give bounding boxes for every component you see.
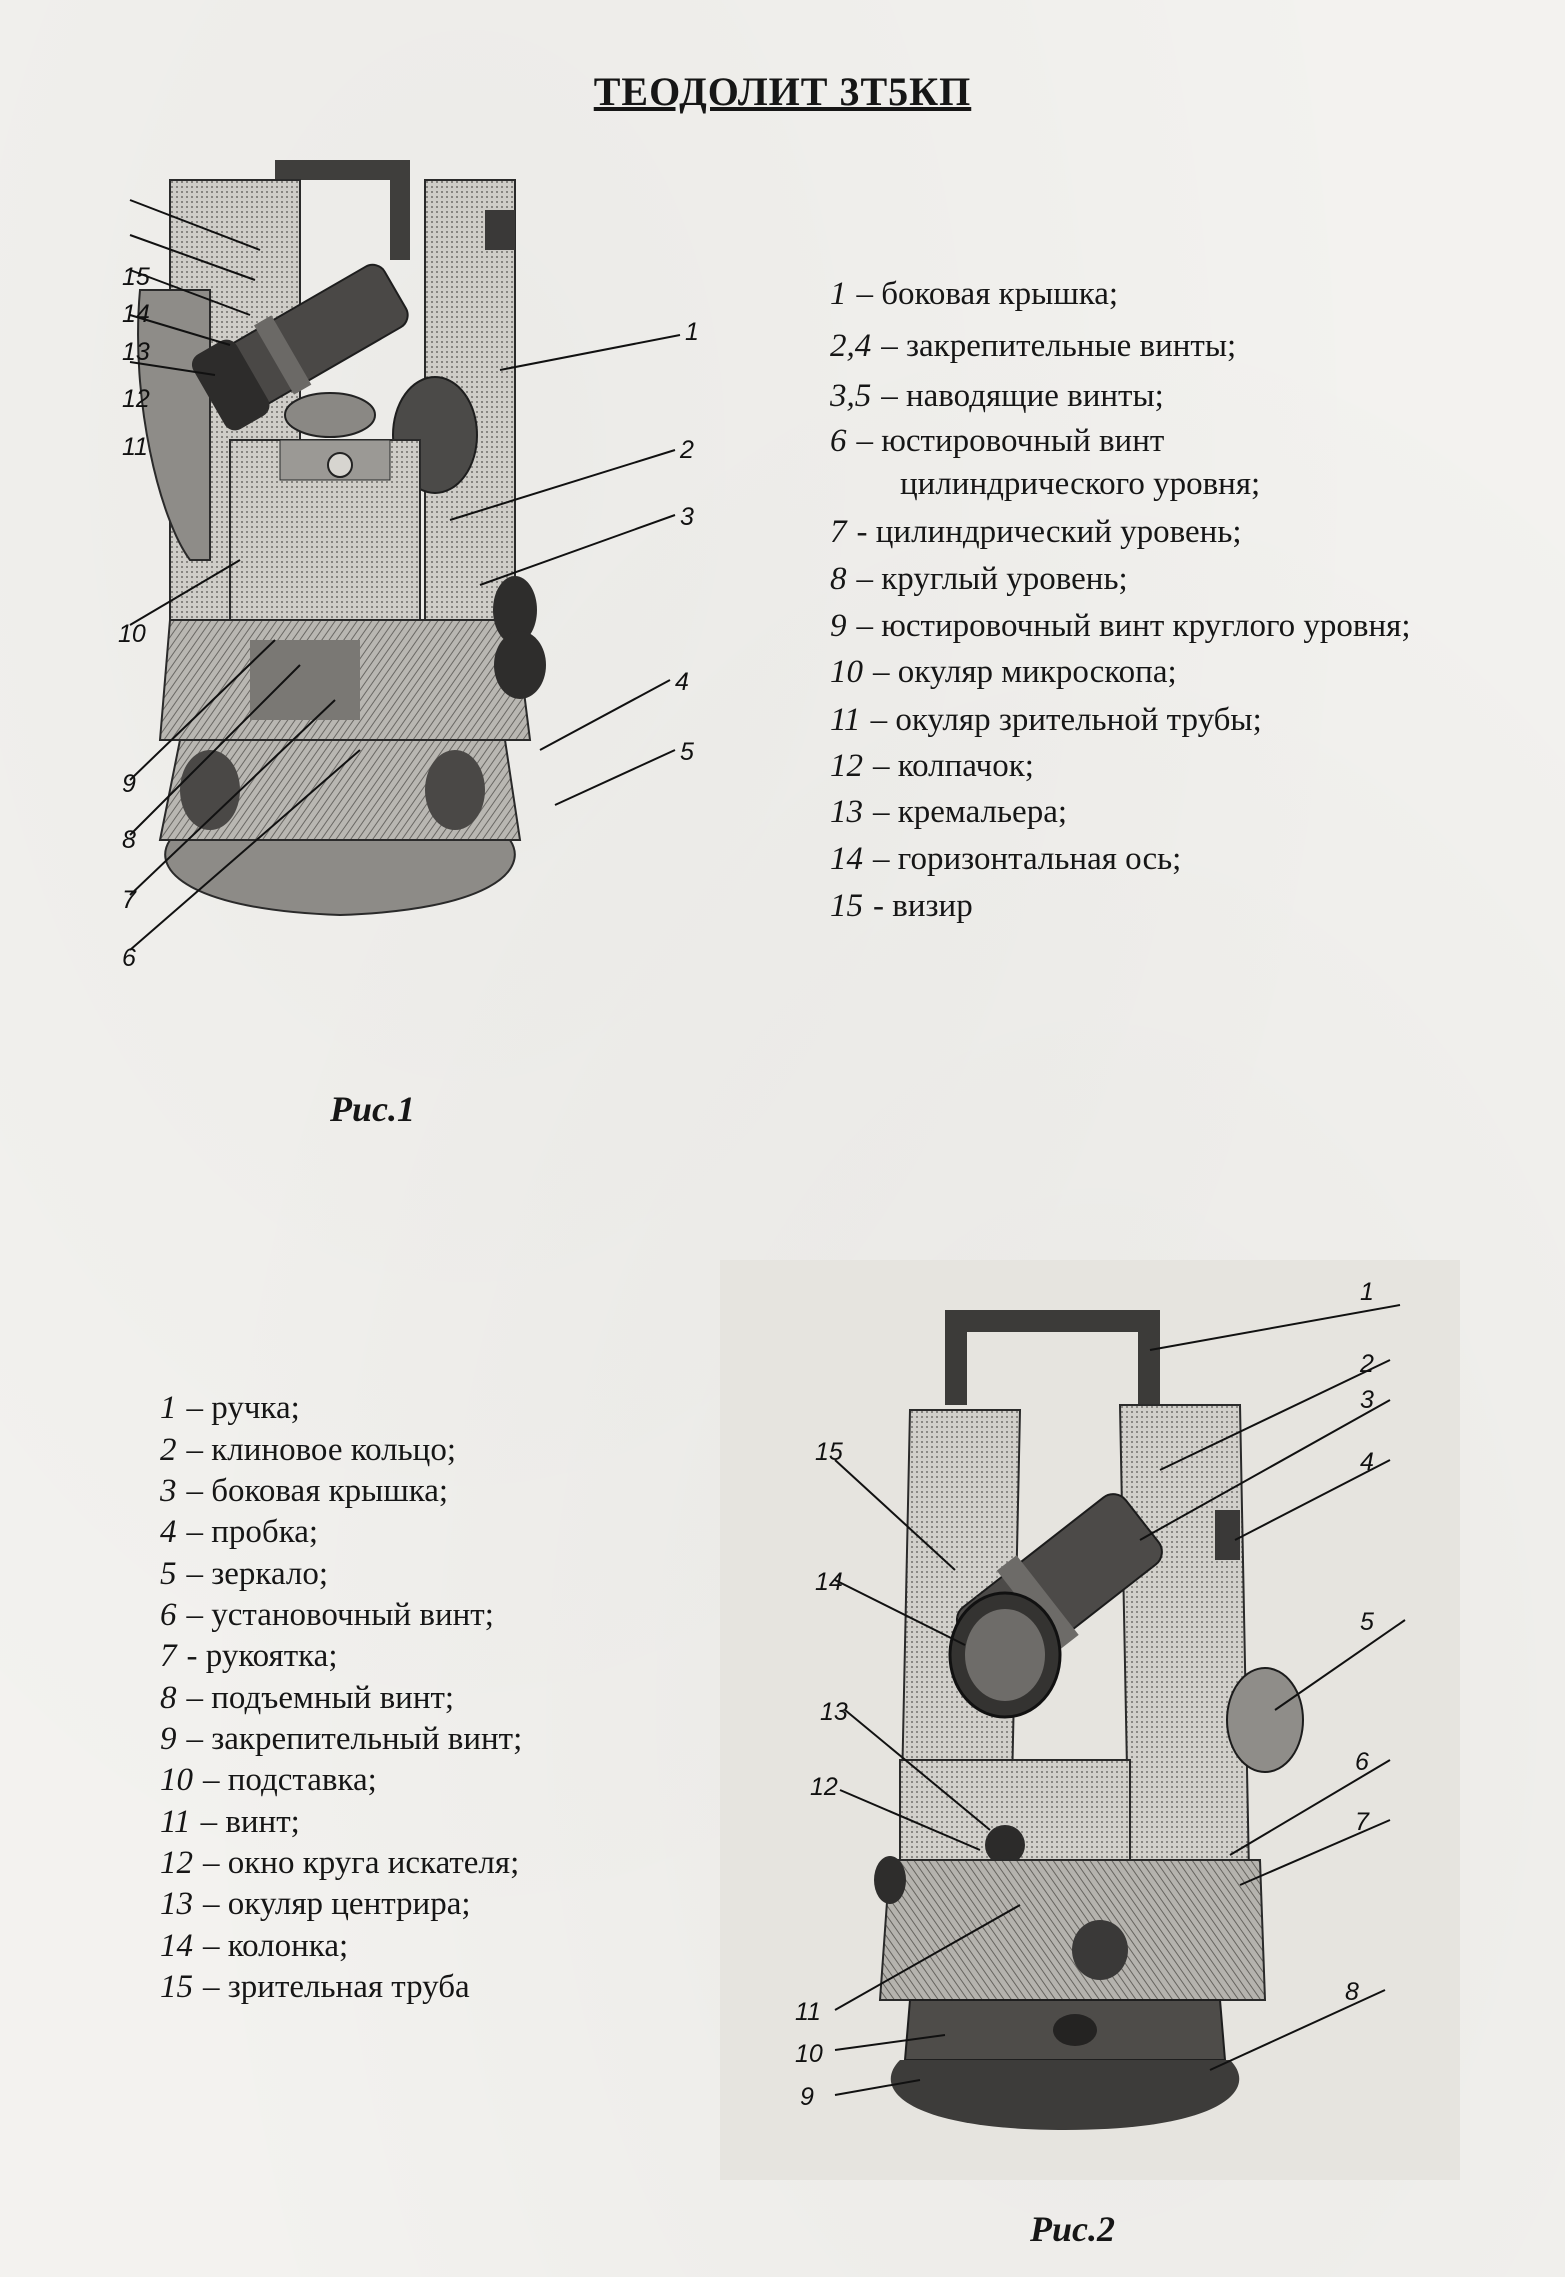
figure-1-illustration: 15 14 13 12 11 10 9 8 7 6 1 2 3 4 5 (100, 140, 740, 1060)
legend-item: 15– зрительная труба (160, 1969, 470, 2005)
callout-10: 10 (118, 620, 146, 648)
legend-item: 2– клиновое кольцо; (160, 1432, 456, 1468)
legend-item: 3– боковая крышка; (160, 1473, 449, 1509)
legend-item: 5– зеркало; (160, 1556, 329, 1592)
callout-4: 4 (1360, 1448, 1374, 1476)
callout-13: 13 (122, 338, 150, 366)
callout-6: 6 (1355, 1748, 1369, 1776)
legend-item: 13– окуляр центрира; (160, 1886, 471, 1922)
legend-item: 1– боковая крышка; (830, 276, 1119, 312)
legend-item: 7- рукоятка; (160, 1638, 338, 1674)
figure-2-caption: Рис.2 (1030, 2209, 1115, 2249)
callout-3: 3 (680, 503, 694, 531)
callout-6: 6 (122, 944, 136, 972)
legend-item: 10– подставка; (160, 1762, 377, 1798)
legend-item: 9– закрепительный винт; (160, 1721, 523, 1757)
callout-4: 4 (675, 668, 689, 696)
callout-1: 1 (1360, 1278, 1374, 1306)
callout-10: 10 (795, 2040, 823, 2068)
figure-1-caption: Рис.1 (330, 1089, 415, 1129)
legend-item: 12– колпачок; (830, 748, 1034, 784)
callout-14: 14 (815, 1568, 843, 1596)
legend-item: 1– ручка; (160, 1390, 300, 1426)
callout-2: 2 (679, 436, 694, 464)
callout-8: 8 (1345, 1978, 1359, 2006)
callout-13: 13 (820, 1698, 848, 1726)
figure-2-illustration: 1 2 3 4 5 6 7 8 15 14 13 12 11 10 9 (720, 1260, 1460, 2180)
callout-7: 7 (122, 886, 137, 914)
legend-item: 14– колонка; (160, 1928, 349, 1964)
callout-8: 8 (122, 826, 136, 854)
legend-item: 12– окно круга искателя; (160, 1845, 520, 1881)
legend-item: 15- визир (830, 888, 973, 924)
legend-item: 11– винт; (160, 1804, 300, 1840)
callout-2: 2 (1359, 1350, 1374, 1378)
callout-11: 11 (795, 1998, 821, 2026)
page-title: ТЕОДОЛИТ 3Т5КП (593, 69, 972, 114)
callout-9: 9 (800, 2083, 814, 2111)
legend-item: 9– юстировочный винт круглого уровня; (830, 608, 1411, 644)
callout-5: 5 (1360, 1608, 1374, 1636)
legend-item: 2,4– закрепительные винты; (830, 328, 1237, 364)
legend-item: 8– подъемный винт; (160, 1680, 455, 1716)
legend-item: 8– круглый уровень; (830, 561, 1128, 597)
legend-item: 14– горизонтальная ось; (830, 841, 1182, 877)
legend-item: 7- цилиндрический уровень; (830, 514, 1242, 550)
callout-1: 1 (685, 318, 699, 346)
legend-item: 10– окуляр микроскопа; (830, 654, 1177, 690)
legend-item: 11– окуляр зрительной трубы; (830, 702, 1262, 738)
callout-5: 5 (680, 738, 694, 766)
callout-12: 12 (810, 1773, 838, 1801)
callout-9: 9 (122, 770, 136, 798)
callout-15: 15 (122, 263, 150, 291)
callout-11: 11 (122, 433, 148, 461)
callout-7: 7 (1355, 1808, 1370, 1836)
legend-item: 13– кремальера; (830, 794, 1068, 830)
callout-3: 3 (1360, 1386, 1374, 1414)
callout-15: 15 (815, 1438, 843, 1466)
legend-item: 4– пробка; (160, 1514, 319, 1550)
callout-12: 12 (122, 385, 150, 413)
callout-14: 14 (122, 300, 150, 328)
legend-item: 6– установочный винт; (160, 1597, 494, 1633)
legend-item: 3,5– наводящие винты; (830, 378, 1164, 414)
